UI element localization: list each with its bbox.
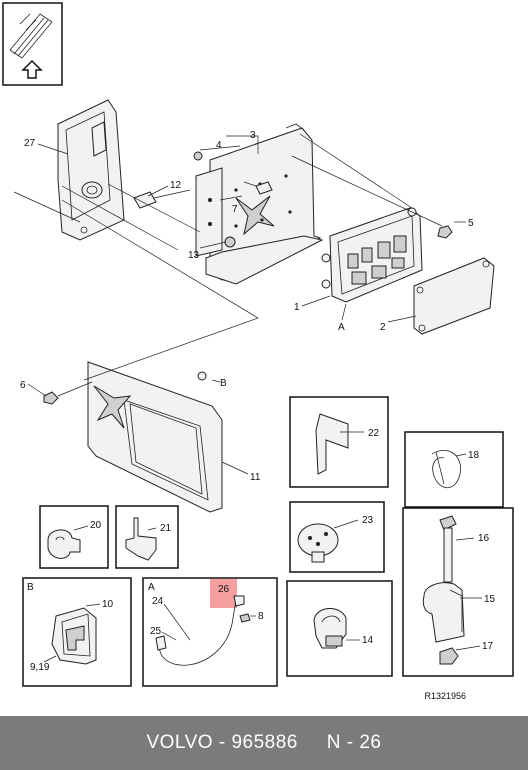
- box-label-b: B: [27, 582, 34, 593]
- fasteners: [43, 151, 453, 405]
- callout-8: 8: [258, 611, 264, 622]
- footer-separator: -: [213, 732, 232, 753]
- detail-box-15-16-17: 16 15 17: [402, 507, 514, 677]
- control-module: [321, 207, 423, 303]
- callout-13: 13: [188, 250, 200, 261]
- callout-17: 17: [482, 641, 494, 652]
- callout-4: 4: [216, 140, 222, 151]
- orientation-inset: [2, 2, 63, 86]
- nut-4: [193, 151, 203, 161]
- nut-5: [437, 225, 453, 239]
- callout-11: 11: [250, 472, 261, 483]
- callout-15: 15: [484, 594, 496, 605]
- stud-7: [255, 181, 273, 195]
- callout-7: 7: [232, 204, 238, 215]
- callout-2: 2: [380, 322, 386, 333]
- detail-box-20: 20: [39, 505, 109, 569]
- callout-3: 3: [250, 130, 256, 141]
- callout-1: 1: [294, 302, 300, 313]
- callout-6: 6: [20, 380, 26, 391]
- bolt-12: [133, 191, 157, 209]
- detail-box-14: 14: [286, 580, 393, 677]
- detail-box-A: A 26 8 24 25: [142, 577, 278, 687]
- callout-25: 25: [150, 626, 162, 637]
- bolt-6: [43, 391, 59, 405]
- parts-diagram: 27 4 3 12 7 13 5 1 A 2 6 B 11 22 18 20: [2, 2, 514, 687]
- footer-page: N - 26: [326, 732, 382, 753]
- mounting-plate: [87, 361, 223, 513]
- leader-lines: [27, 135, 466, 475]
- callout-5: 5: [468, 218, 474, 229]
- diagram-reference: R1321956: [424, 691, 466, 701]
- callout-16: 16: [478, 533, 490, 544]
- callout-B-main: B: [220, 378, 227, 389]
- footer-brand: VOLVO: [146, 732, 214, 753]
- main-callouts: 27 4 3 12 7 13 5 1 A 2 6 B 11: [20, 130, 474, 483]
- callout-14: 14: [362, 635, 374, 646]
- callout-20: 20: [90, 520, 102, 531]
- detail-box-23: 23: [289, 501, 385, 573]
- callout-18: 18: [468, 450, 480, 461]
- callout-10: 10: [102, 599, 114, 610]
- callout-27: 27: [24, 138, 36, 149]
- nut-13: [224, 236, 236, 248]
- callout-22: 22: [368, 428, 380, 439]
- highlight-26: [210, 579, 237, 608]
- module-cover: [413, 257, 495, 335]
- detail-box-18: 18: [404, 431, 504, 508]
- assembly-lines: [13, 133, 443, 381]
- box-label-a: A: [148, 582, 155, 593]
- footer-gap: [298, 732, 327, 754]
- detail-box-B: B 10 9,19: [22, 577, 132, 687]
- callout-9-19: 9,19: [30, 662, 50, 673]
- footer-part-number: 965886: [231, 732, 298, 753]
- detail-box-22: 22: [289, 396, 389, 488]
- up-arrow-icon: [21, 59, 43, 79]
- callout-24: 24: [152, 596, 164, 607]
- detail-box-21: 21: [115, 505, 179, 569]
- center-bracket: [195, 123, 324, 285]
- callout-A-main: A: [338, 322, 345, 333]
- callout-21: 21: [160, 523, 172, 534]
- footer-bar: VOLVO - 965886 N - 26: [0, 716, 528, 770]
- left-bracket: [57, 99, 125, 241]
- callout-26: 26: [218, 584, 230, 595]
- callout-12: 12: [170, 180, 182, 191]
- callout-23: 23: [362, 515, 374, 526]
